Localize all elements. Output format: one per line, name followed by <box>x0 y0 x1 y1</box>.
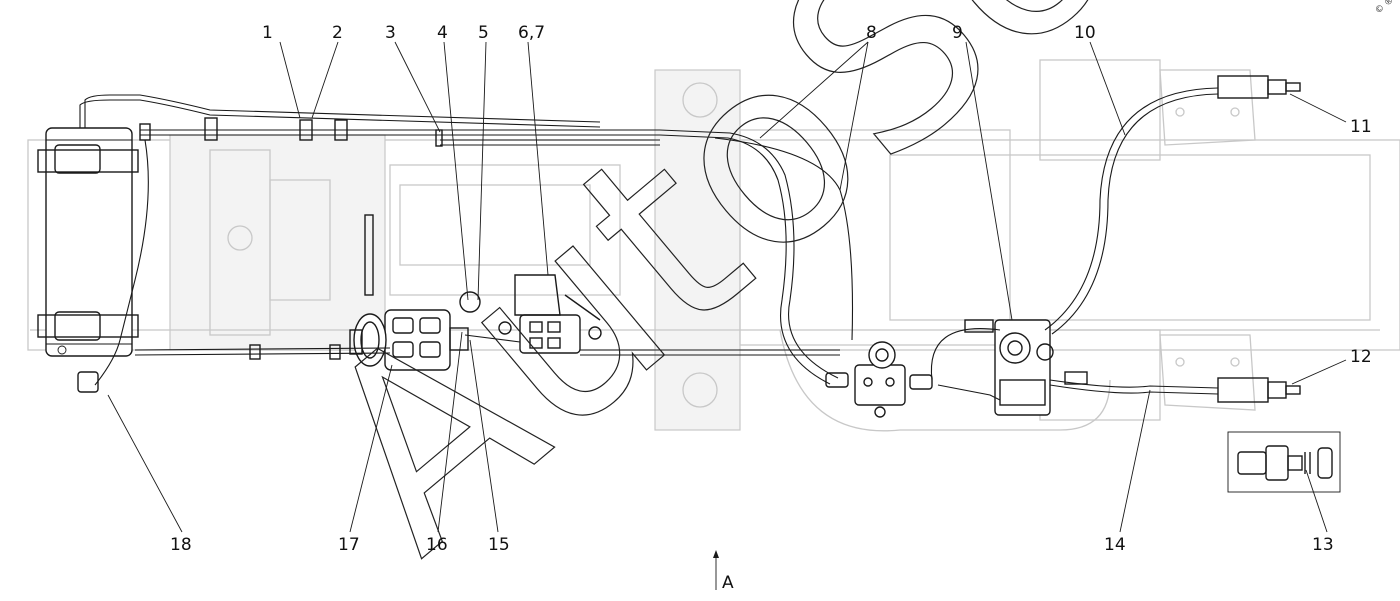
coupling-detail-inset <box>1227 431 1341 493</box>
control-block-center <box>825 341 933 418</box>
quick-coupling-lower <box>1217 377 1301 403</box>
callout-13: 13 <box>1312 535 1334 555</box>
callout-14: 14 <box>1104 535 1126 555</box>
callout-5: 5 <box>478 23 489 43</box>
oil-tank <box>37 127 139 393</box>
quick-coupling-upper <box>1217 75 1301 99</box>
steering-valve <box>964 319 1088 416</box>
callout-4: 4 <box>437 23 448 43</box>
callout-18: 18 <box>170 535 192 555</box>
callout-8: 8 <box>866 23 877 43</box>
watermark: AutoSoft © ® <box>265 0 1396 601</box>
callout-12: 12 <box>1350 347 1372 367</box>
callout-6-7: 6,7 <box>518 23 545 43</box>
callout-9: 9 <box>952 23 963 43</box>
callout-15: 15 <box>488 535 510 555</box>
watermark-text: AutoSoft <box>266 0 1316 601</box>
distributor-valve <box>459 274 602 354</box>
view-marker-a: A <box>722 573 734 593</box>
callout-1: 1 <box>262 23 273 43</box>
callout-2: 2 <box>332 23 343 43</box>
callout-10: 10 <box>1074 23 1096 43</box>
callout-17: 17 <box>338 535 360 555</box>
callout-11: 11 <box>1350 117 1372 137</box>
callout-labels: 1 2 3 4 5 6,7 8 9 10 11 12 13 14 15 16 1… <box>170 23 1372 593</box>
callout-3: 3 <box>385 23 396 43</box>
watermark-corner-mark: © ® <box>1374 0 1396 16</box>
hydraulic-lines <box>79 87 1219 401</box>
leader-lines <box>107 41 1347 590</box>
callout-16: 16 <box>426 535 448 555</box>
